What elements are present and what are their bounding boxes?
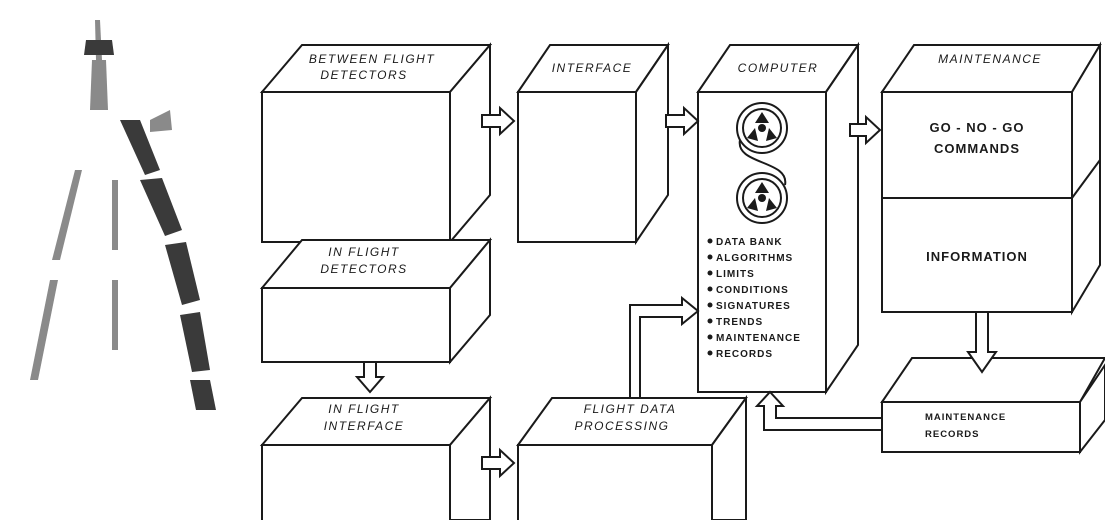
list-item: MAINTENANCE xyxy=(716,333,801,344)
tower-cab xyxy=(84,40,114,55)
box-title-line1: IN FLIGHT xyxy=(328,245,400,259)
box-maintenance-records: MAINTENANCE RECORDS xyxy=(880,357,1105,455)
box-divider-side xyxy=(1071,159,1101,199)
box-between-flight-detectors: BETWEEN FLIGHT DETECTORS xyxy=(259,42,493,245)
box-title-line2: DETECTORS xyxy=(320,68,407,82)
box-side xyxy=(825,41,859,396)
list-item: LIMITS xyxy=(716,269,755,280)
arrow-down-icon xyxy=(966,311,998,374)
box-title-line2: DETECTORS xyxy=(320,262,407,276)
list-item: RECORDS xyxy=(716,349,773,360)
arrow-up-right-icon xyxy=(629,295,700,399)
tape-reel-icon xyxy=(736,172,788,224)
box-title-line1: FLIGHT DATA xyxy=(584,402,677,416)
computer-list: DATA BANK ALGORITHMS LIMITS CONDITIONS S… xyxy=(707,237,801,360)
tower-leg-left-1 xyxy=(52,170,82,260)
tower-stripe-3 xyxy=(165,242,200,305)
box-front xyxy=(261,287,451,363)
box-title: MAINTENANCE xyxy=(938,52,1042,66)
tower-leg-mid-2 xyxy=(112,280,118,350)
box-front xyxy=(517,444,713,520)
tower-leg-left-2 xyxy=(30,280,58,380)
box-top xyxy=(880,357,1105,403)
tape-reel-icon xyxy=(736,102,788,154)
box-maintenance: MAINTENANCE GO - NO - GO COMMANDS INFORM… xyxy=(880,41,1102,316)
tower-leg-mid-1 xyxy=(112,180,118,250)
arrow-down-icon xyxy=(354,361,386,394)
list-item: SIGNATURES xyxy=(716,301,791,312)
box-title-line1: IN FLIGHT xyxy=(328,402,400,416)
tower-shaft xyxy=(90,60,108,110)
box-title-line1: BETWEEN FLIGHT xyxy=(309,52,436,66)
go-no-go-label-line2: COMMANDS xyxy=(934,141,1020,156)
box-flight-data-processing: FLIGHT DATA PROCESSING xyxy=(516,394,748,520)
list-item: TRENDS xyxy=(716,317,763,328)
box-title-line2: PROCESSING xyxy=(574,419,669,433)
box-in-flight-detectors: IN FLIGHT DETECTORS xyxy=(259,237,493,365)
tape-strip xyxy=(738,139,787,186)
arrow-right-icon xyxy=(481,105,516,137)
arrow-right-icon xyxy=(849,114,882,146)
box-front xyxy=(517,91,637,243)
tower-stripe-1 xyxy=(120,120,160,175)
arrow-right-icon xyxy=(481,447,516,479)
go-no-go-label-line1: GO - NO - GO xyxy=(929,120,1024,135)
maintenance-records-line1: MAINTENANCE xyxy=(925,412,1006,423)
list-item: DATA BANK xyxy=(716,237,783,248)
tower-detail xyxy=(150,110,172,132)
tower-illustration xyxy=(30,20,216,410)
box-title-line2: INTERFACE xyxy=(324,419,405,433)
box-front xyxy=(261,91,451,243)
box-interface: INTERFACE xyxy=(516,41,670,246)
box-front xyxy=(881,401,1081,453)
maintenance-records-line2: RECORDS xyxy=(925,429,980,440)
box-title: INTERFACE xyxy=(552,61,633,75)
list-item: CONDITIONS xyxy=(716,285,789,296)
box-computer: COMPUTER DATA BANK ALGORITHMS LIMITS CON… xyxy=(696,41,860,396)
box-title: COMPUTER xyxy=(738,61,819,75)
box-in-flight-interface: IN FLIGHT INTERFACE xyxy=(259,395,493,520)
arrow-left-up-icon xyxy=(754,390,883,431)
box-front xyxy=(881,91,1073,313)
tower-stripe-4 xyxy=(180,312,210,372)
tower-stripe-5 xyxy=(190,380,216,410)
list-item: ALGORITHMS xyxy=(716,253,793,264)
tower-stripe-2 xyxy=(140,178,182,236)
information-label: INFORMATION xyxy=(926,249,1028,264)
arrow-right-icon xyxy=(665,105,700,137)
box-front xyxy=(261,444,451,520)
